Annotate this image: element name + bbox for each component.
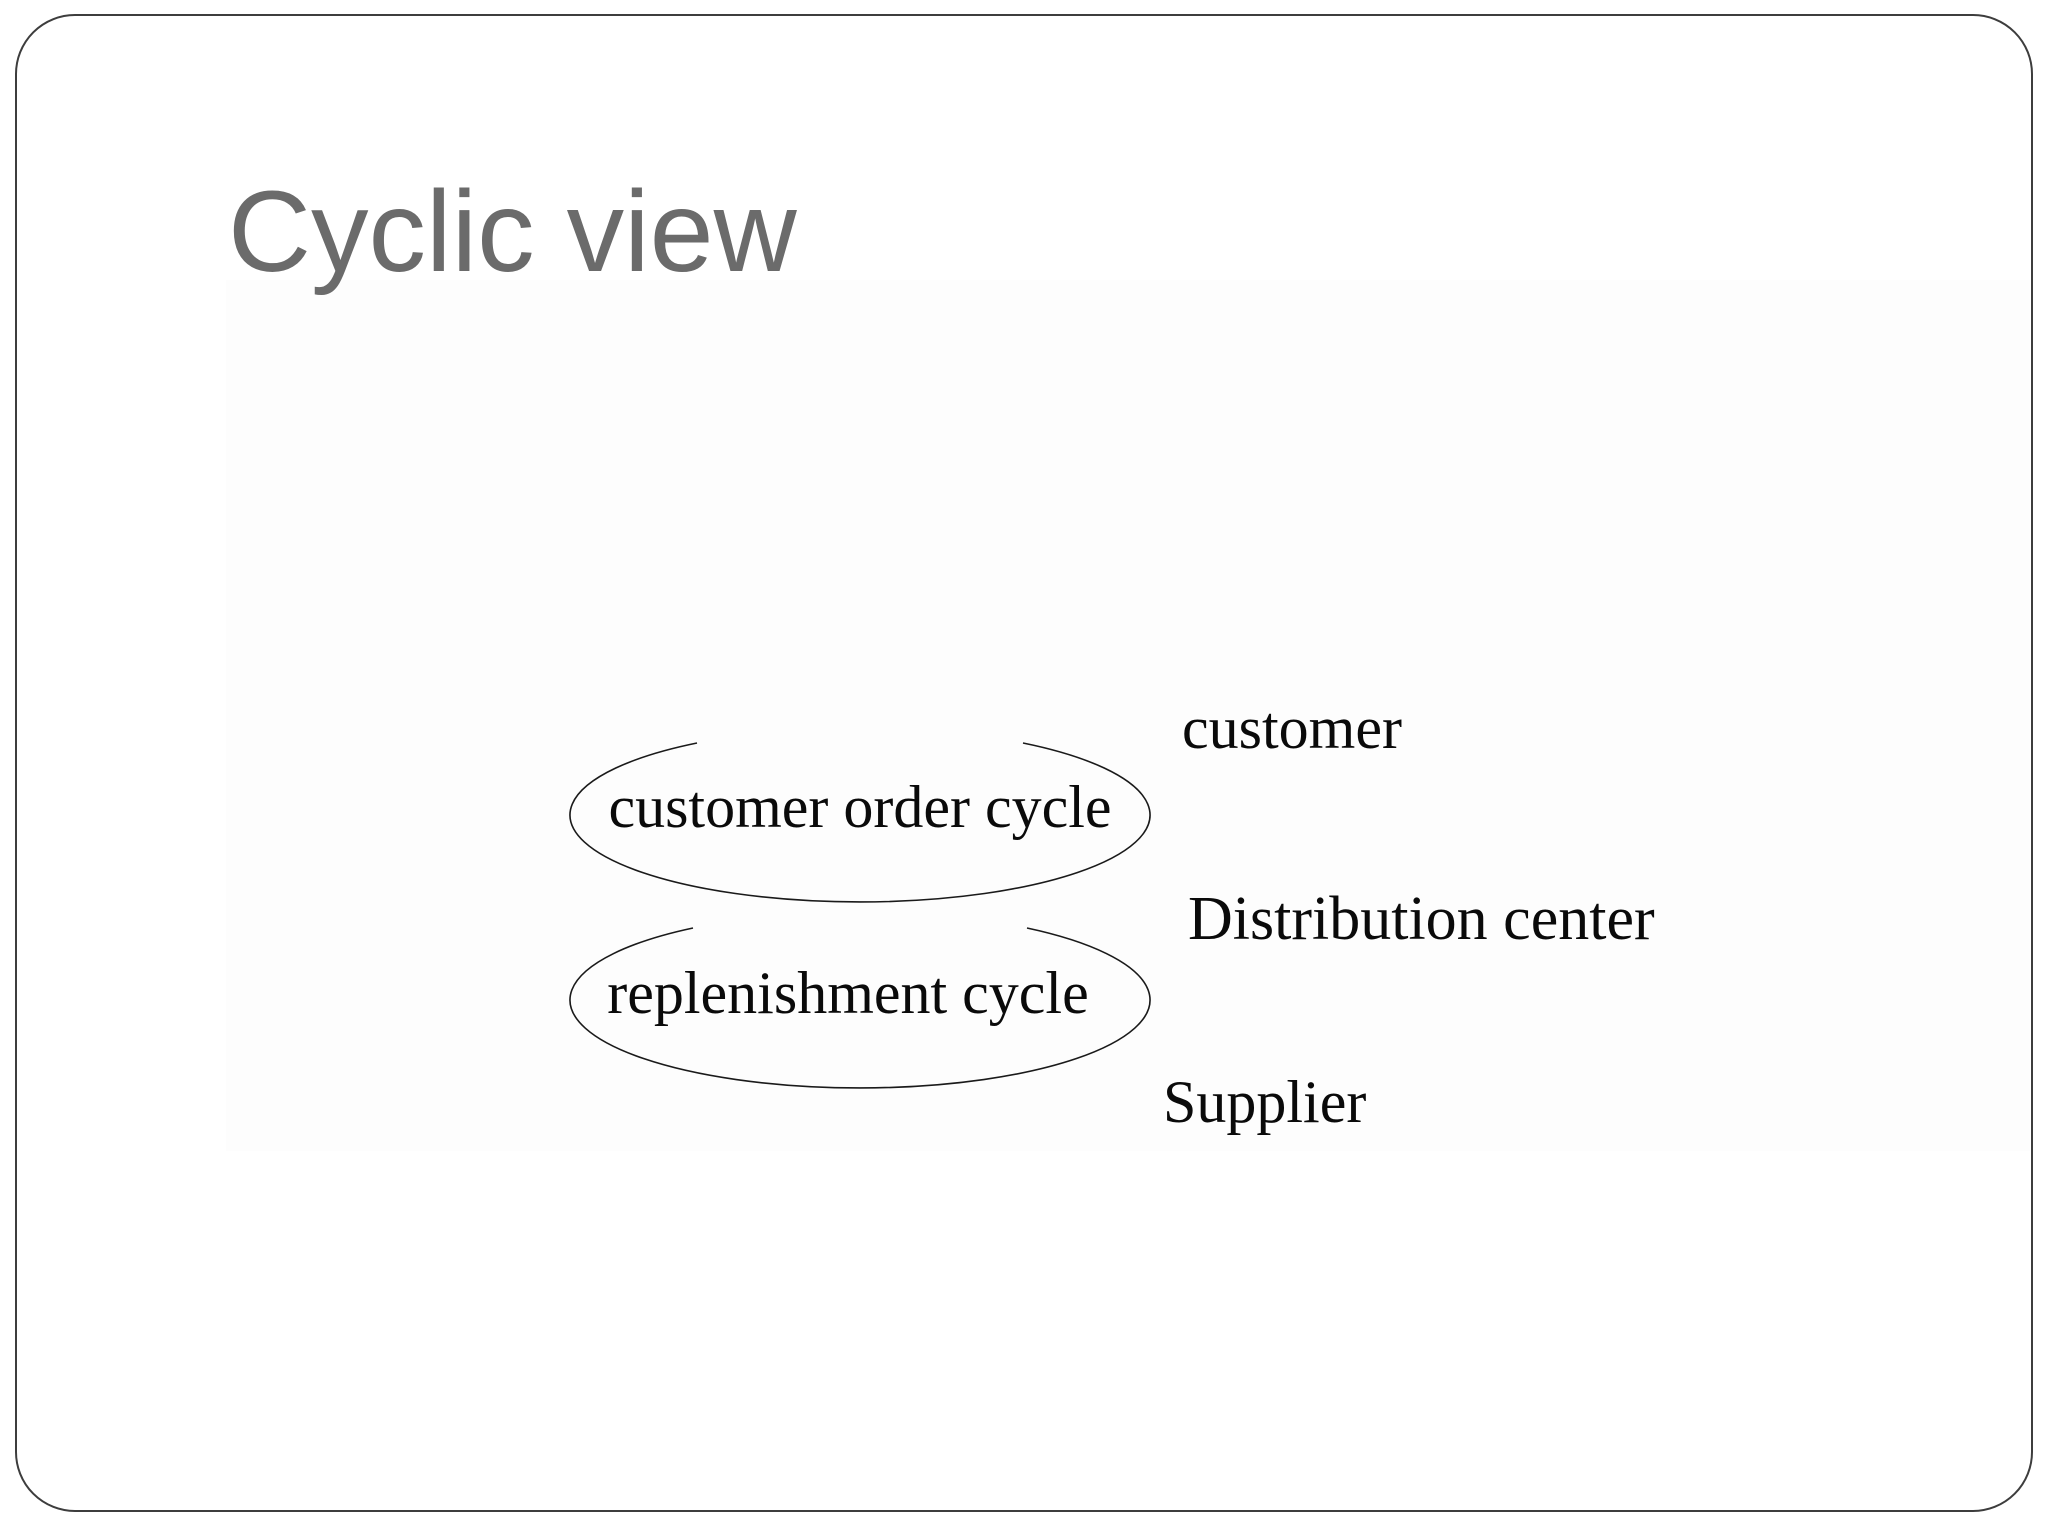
customer-order-cycle-label: customer order cycle xyxy=(608,774,1112,840)
page-title: Cyclic view xyxy=(228,168,797,296)
stage-label-supplier: Supplier xyxy=(1163,1069,1367,1135)
replenishment-cycle-ellipse xyxy=(569,927,1151,1089)
diagram-content-area xyxy=(226,280,2030,1151)
replenishment-cycle-label: replenishment cycle xyxy=(607,960,1089,1026)
stage-label-distribution-center: Distribution center xyxy=(1188,885,1655,953)
customer-order-cycle-ellipse xyxy=(569,742,1151,903)
stage-label-customer: customer xyxy=(1182,695,1402,761)
